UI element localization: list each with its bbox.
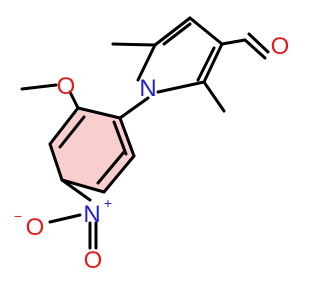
benzene-bond-5 (102, 154, 136, 194)
aldehyde-o-label: O (271, 33, 290, 60)
bond-c4-c5 (202, 42, 224, 84)
nitro-c-n (60, 178, 92, 202)
benzene-bond-6 (118, 116, 136, 158)
nitro-n-o-left (48, 213, 82, 224)
bond-n1-aryl (118, 96, 150, 120)
nitro-n-label: N (83, 201, 100, 228)
methyl-c2 (111, 42, 157, 47)
methoxy-c-o (68, 90, 80, 110)
benzene-bond-3 (48, 142, 64, 182)
nitro-o-left-label: O (26, 214, 45, 241)
structure-drawing: N O O N + O O − (14, 16, 290, 274)
benzene-inner-2 (96, 150, 126, 185)
aldehyde-c-bond (220, 38, 247, 46)
bond-c5-n1 (156, 80, 206, 94)
bond-c4-c5-inner (196, 46, 216, 82)
benzene-highlight (50, 108, 134, 192)
pyrrole-n-label: N (139, 75, 156, 102)
benzene-bond-2 (48, 106, 80, 146)
nitro-plus-label: + (104, 195, 112, 211)
methoxy-o-label: O (57, 73, 76, 100)
benzene-inner-1 (58, 115, 86, 149)
aldehyde-co-b (247, 32, 270, 54)
molecule-diagram: N O O N + O O − (14, 16, 290, 274)
bond-c3-c4 (188, 16, 224, 46)
benzene-bond-1 (76, 106, 122, 120)
nitro-o-bottom-label: O (84, 247, 103, 274)
benzene-bond-4 (60, 178, 106, 194)
bond-n1-c2 (136, 43, 157, 82)
benzene-inner-3 (112, 120, 128, 156)
nitro-minus-label: − (14, 208, 22, 224)
aldehyde-co-a (243, 38, 267, 60)
methoxy-o-ch3 (20, 83, 58, 91)
methyl-c5 (202, 80, 226, 113)
bond-c2-c3-inner (162, 22, 192, 46)
bond-c2-c3 (153, 16, 192, 47)
